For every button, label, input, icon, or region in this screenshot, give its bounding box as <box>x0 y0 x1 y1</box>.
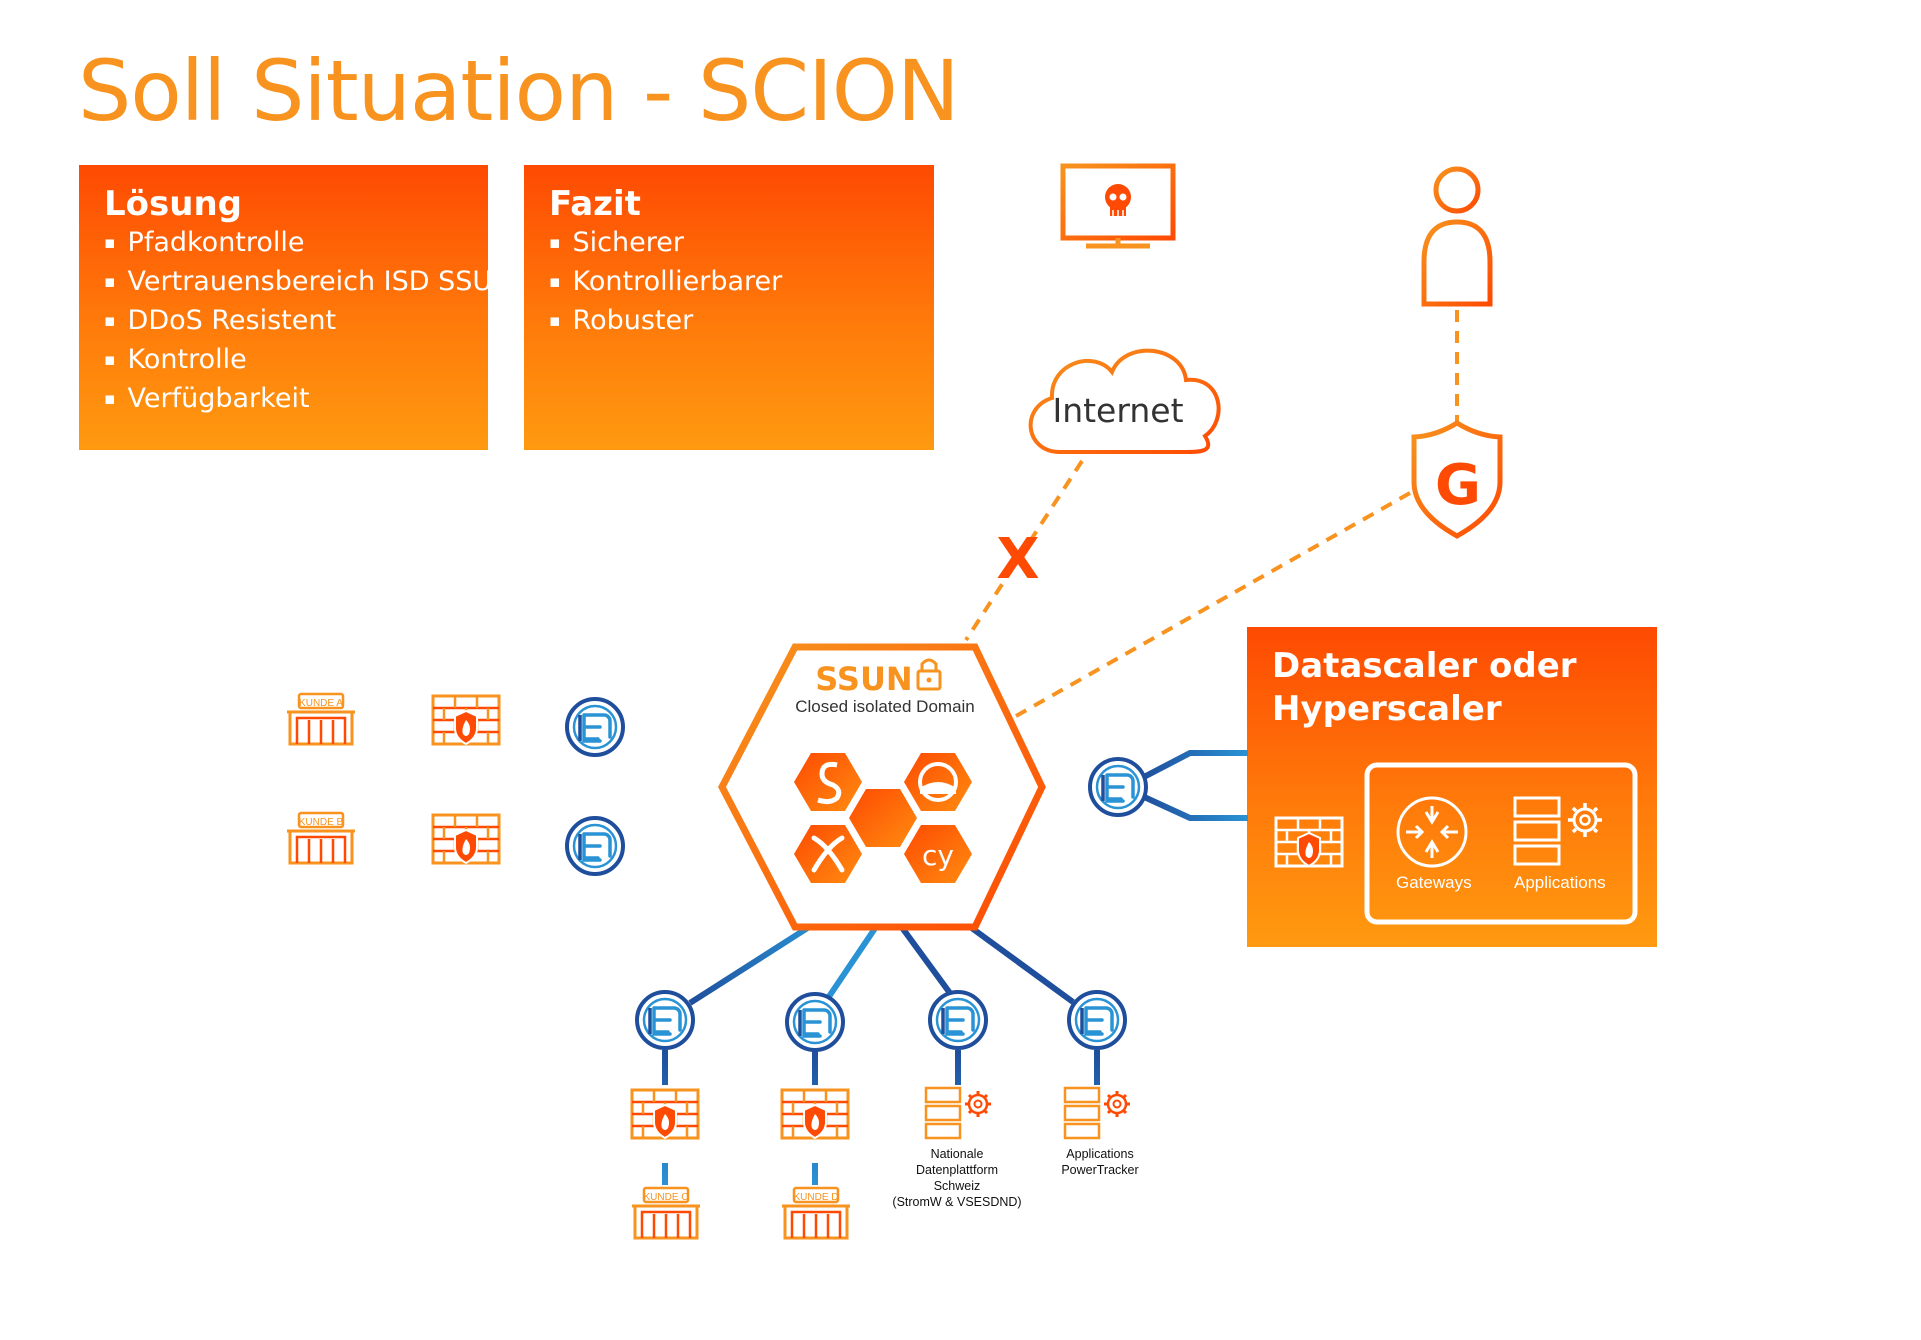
firewall-icon <box>630 1088 700 1140</box>
fazit-panel: Fazit Sicherer Kontrollierbarer Robuster <box>524 165 934 450</box>
solution-item: DDoS Resistent <box>104 303 488 342</box>
swisscom-logo-icon <box>794 753 862 811</box>
datascaler-heading-line1: Datascaler oder <box>1272 646 1577 686</box>
fazit-item: Robuster <box>549 303 934 342</box>
datascaler-firewall-icon <box>1274 816 1344 868</box>
ssun-hexagon: SSUN Closed isolated Domain cy <box>718 643 1046 931</box>
router-icon <box>928 990 988 1050</box>
ssun-name: SSUN <box>815 660 912 698</box>
router-icon <box>1088 757 1148 817</box>
gateways-icon <box>1396 796 1468 868</box>
fazit-list: Sicherer Kontrollierbarer Robuster <box>549 225 934 342</box>
router-datascaler-links <box>1140 750 1248 821</box>
user-icon <box>1421 166 1493 307</box>
cy-logo-text: cy <box>922 839 954 872</box>
kunde-c-label: KUNDE C <box>643 1192 688 1203</box>
fazit-item: Sicherer <box>549 225 934 264</box>
router-icon <box>565 816 625 876</box>
solution-item: Pfadkontrolle <box>104 225 488 264</box>
national-label-line2: Datenplattform <box>916 1163 998 1177</box>
internet-blocked-link <box>964 459 1084 642</box>
link-bottom-1 <box>688 917 822 1006</box>
firewall-icon <box>431 813 501 865</box>
blocked-x-mark: X <box>996 527 1039 592</box>
kunde-a-label: KUNDE A <box>299 698 343 709</box>
lock-icon <box>916 658 942 691</box>
shield-letter: G <box>1435 453 1481 518</box>
national-label-line3: Schweiz <box>933 1179 981 1193</box>
fazit-heading: Fazit <box>549 184 641 224</box>
solution-item: Vertrauensbereich ISD SSUN <box>104 264 513 303</box>
solution-panel: Lösung Pfadkontrolle Vertrauensbereich I… <box>79 165 513 450</box>
applications-label: Applications <box>1514 873 1606 892</box>
datascaler-panel: Datascaler oder Hyperscaler <box>1247 627 1657 947</box>
kunde-d-label: KUNDE D <box>793 1192 838 1203</box>
fazit-item: Kontrollierbarer <box>549 264 934 303</box>
monitor-skull-icon <box>1060 163 1176 249</box>
powertracker-label-line2: PowerTracker <box>1061 1163 1139 1177</box>
datascaler-heading-line2: Hyperscaler <box>1272 689 1502 729</box>
solution-item: Kontrolle <box>104 342 488 381</box>
national-label-line4: (StromW & VSESDND) <box>892 1195 1022 1209</box>
national-platform-label: Nationale Datenplattform Schweiz (StromW… <box>882 1146 1032 1210</box>
link-bottom-3 <box>892 916 958 1002</box>
router-icon <box>635 990 695 1050</box>
solution-item: Verfügbarkeit <box>104 381 488 420</box>
national-label-line1: Nationale <box>930 1147 984 1161</box>
router-icon <box>785 992 845 1052</box>
applications-icon <box>1063 1086 1132 1140</box>
router-icon <box>565 697 625 757</box>
datascaler-inner-box <box>1364 762 1638 925</box>
cross-logo-icon <box>794 825 862 883</box>
solution-list: Pfadkontrolle Vertrauensbereich ISD SSUN… <box>104 225 513 420</box>
shield-ssun-link <box>1015 491 1411 718</box>
gateway-shield-icon: G <box>1411 420 1503 539</box>
applications-icon <box>924 1086 993 1140</box>
center-hex <box>849 789 917 847</box>
dome-logo-icon <box>904 753 972 811</box>
kunde-b-label: KUNDE B <box>299 817 344 828</box>
vertical-links <box>662 1050 1100 1185</box>
gateways-label: Gateways <box>1396 873 1472 892</box>
router-icon <box>1067 990 1127 1050</box>
link-bottom-2 <box>825 916 885 1000</box>
cloud-icon <box>1028 348 1221 454</box>
applications-gear-icon <box>1513 796 1602 866</box>
powertracker-label-line1: Applications <box>1066 1147 1134 1161</box>
firewall-icon <box>431 694 501 746</box>
link-bottom-4 <box>956 915 1075 1005</box>
ssun-subtitle: Closed isolated Domain <box>795 697 975 716</box>
powertracker-label: Applications PowerTracker <box>1047 1146 1153 1178</box>
solution-heading: Lösung <box>104 184 243 224</box>
firewall-icon <box>780 1088 850 1140</box>
page-title: Soll Situation - SCION <box>78 42 960 140</box>
internet-label: Internet <box>1052 391 1183 430</box>
cy-logo-icon: cy <box>904 825 972 883</box>
